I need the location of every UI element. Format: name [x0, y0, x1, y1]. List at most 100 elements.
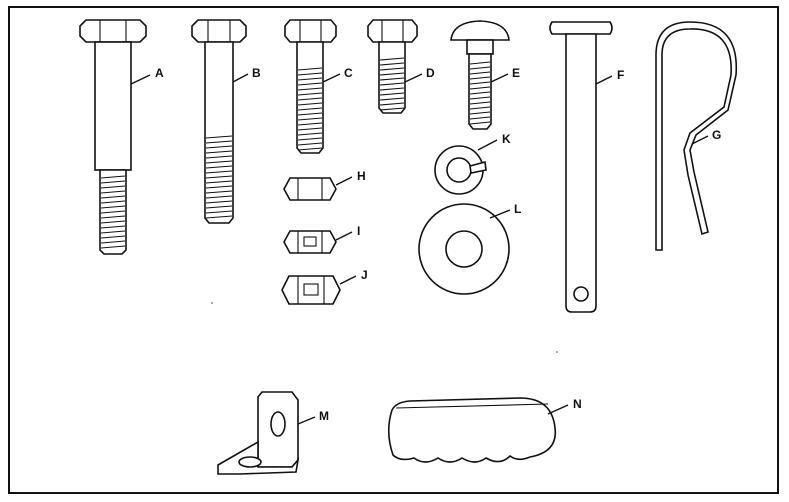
thread-line: [205, 210, 233, 214]
part-g-hair-pin: G: [655, 21, 738, 251]
thread-line: [205, 215, 233, 219]
thread-line: [297, 92, 323, 96]
thread-line: [100, 210, 126, 214]
thread-line: [205, 145, 233, 149]
part-b-bolt: B: [191, 19, 261, 224]
thread-line: [100, 230, 126, 234]
part-d-bolt: D: [367, 19, 435, 114]
thread-line: [297, 117, 323, 121]
label-h: H: [357, 169, 366, 183]
thread-line: [469, 101, 491, 105]
part-n-handle-grip: N: [387, 397, 582, 463]
label-e: E: [512, 66, 520, 80]
thread-line: [205, 205, 233, 209]
thread-line: [469, 76, 491, 80]
thread-line: [205, 190, 233, 194]
thread-line: [205, 195, 233, 199]
thread-line: [100, 180, 126, 184]
part-h-hex-nut: H: [283, 169, 366, 201]
thread-line: [379, 92, 405, 96]
thread-line: [469, 96, 491, 100]
thread-line: [297, 67, 323, 71]
thread-line: [205, 160, 233, 164]
part-a-shoulder-bolt: A: [79, 19, 164, 255]
label-k: K: [502, 132, 511, 146]
label-i: I: [357, 224, 360, 238]
thread-line: [297, 127, 323, 131]
part-c-bolt: C: [284, 19, 353, 154]
thread-line: [379, 77, 405, 81]
label-b: B: [252, 66, 261, 80]
thread-line: [205, 185, 233, 189]
speck: [211, 302, 213, 304]
label-a: A: [155, 66, 164, 80]
label-g: G: [712, 128, 721, 142]
thread-line: [297, 102, 323, 106]
label-l: L: [514, 202, 521, 216]
label-j: J: [361, 268, 368, 282]
thread-line: [100, 235, 126, 239]
part-c-threads: [297, 67, 323, 151]
part-f-clevis-pin: F: [549, 21, 624, 313]
thread-line: [469, 106, 491, 110]
part-e-threads: [469, 61, 491, 125]
thread-line: [205, 170, 233, 174]
thread-line: [100, 175, 126, 179]
thread-line: [297, 107, 323, 111]
thread-line: [205, 155, 233, 159]
thread-line: [469, 81, 491, 85]
part-a-threads: [100, 175, 126, 249]
thread-line: [297, 72, 323, 76]
thread-line: [100, 245, 126, 249]
thread-line: [379, 62, 405, 66]
thread-line: [100, 195, 126, 199]
thread-line: [297, 142, 323, 146]
label-d: D: [426, 66, 435, 80]
thread-line: [379, 72, 405, 76]
thread-line: [100, 240, 126, 244]
thread-line: [297, 122, 323, 126]
thread-line: [469, 71, 491, 75]
thread-line: [100, 190, 126, 194]
thread-line: [100, 215, 126, 219]
label-f: F: [617, 68, 624, 82]
thread-line: [297, 77, 323, 81]
thread-line: [297, 87, 323, 91]
thread-line: [205, 135, 233, 139]
thread-line: [297, 132, 323, 136]
thread-line: [297, 137, 323, 141]
thread-line: [205, 180, 233, 184]
thread-line: [469, 86, 491, 90]
thread-line: [205, 165, 233, 169]
thread-line: [469, 61, 491, 65]
thread-line: [379, 82, 405, 86]
thread-line: [100, 205, 126, 209]
label-n: N: [573, 397, 582, 411]
thread-line: [297, 82, 323, 86]
thread-line: [100, 200, 126, 204]
thread-line: [469, 66, 491, 70]
thread-line: [297, 97, 323, 101]
thread-line: [100, 220, 126, 224]
part-k-lock-washer: K: [434, 132, 511, 195]
thread-line: [205, 150, 233, 154]
part-e-carriage-bolt: E: [450, 20, 520, 130]
part-l-flat-washer: L: [418, 202, 521, 295]
label-c: C: [344, 66, 353, 80]
thread-line: [100, 185, 126, 189]
part-d-threads: [379, 57, 405, 111]
thread-line: [205, 175, 233, 179]
thread-line: [379, 102, 405, 106]
thread-line: [379, 87, 405, 91]
thread-line: [205, 200, 233, 204]
thread-line: [469, 91, 491, 95]
thread-line: [469, 116, 491, 120]
part-m-angle-bracket: M: [217, 391, 329, 475]
thread-line: [205, 140, 233, 144]
thread-line: [297, 147, 323, 151]
thread-line: [379, 97, 405, 101]
part-b-threads: [205, 135, 233, 219]
thread-line: [297, 112, 323, 116]
part-i-lock-nut: I: [283, 224, 360, 254]
